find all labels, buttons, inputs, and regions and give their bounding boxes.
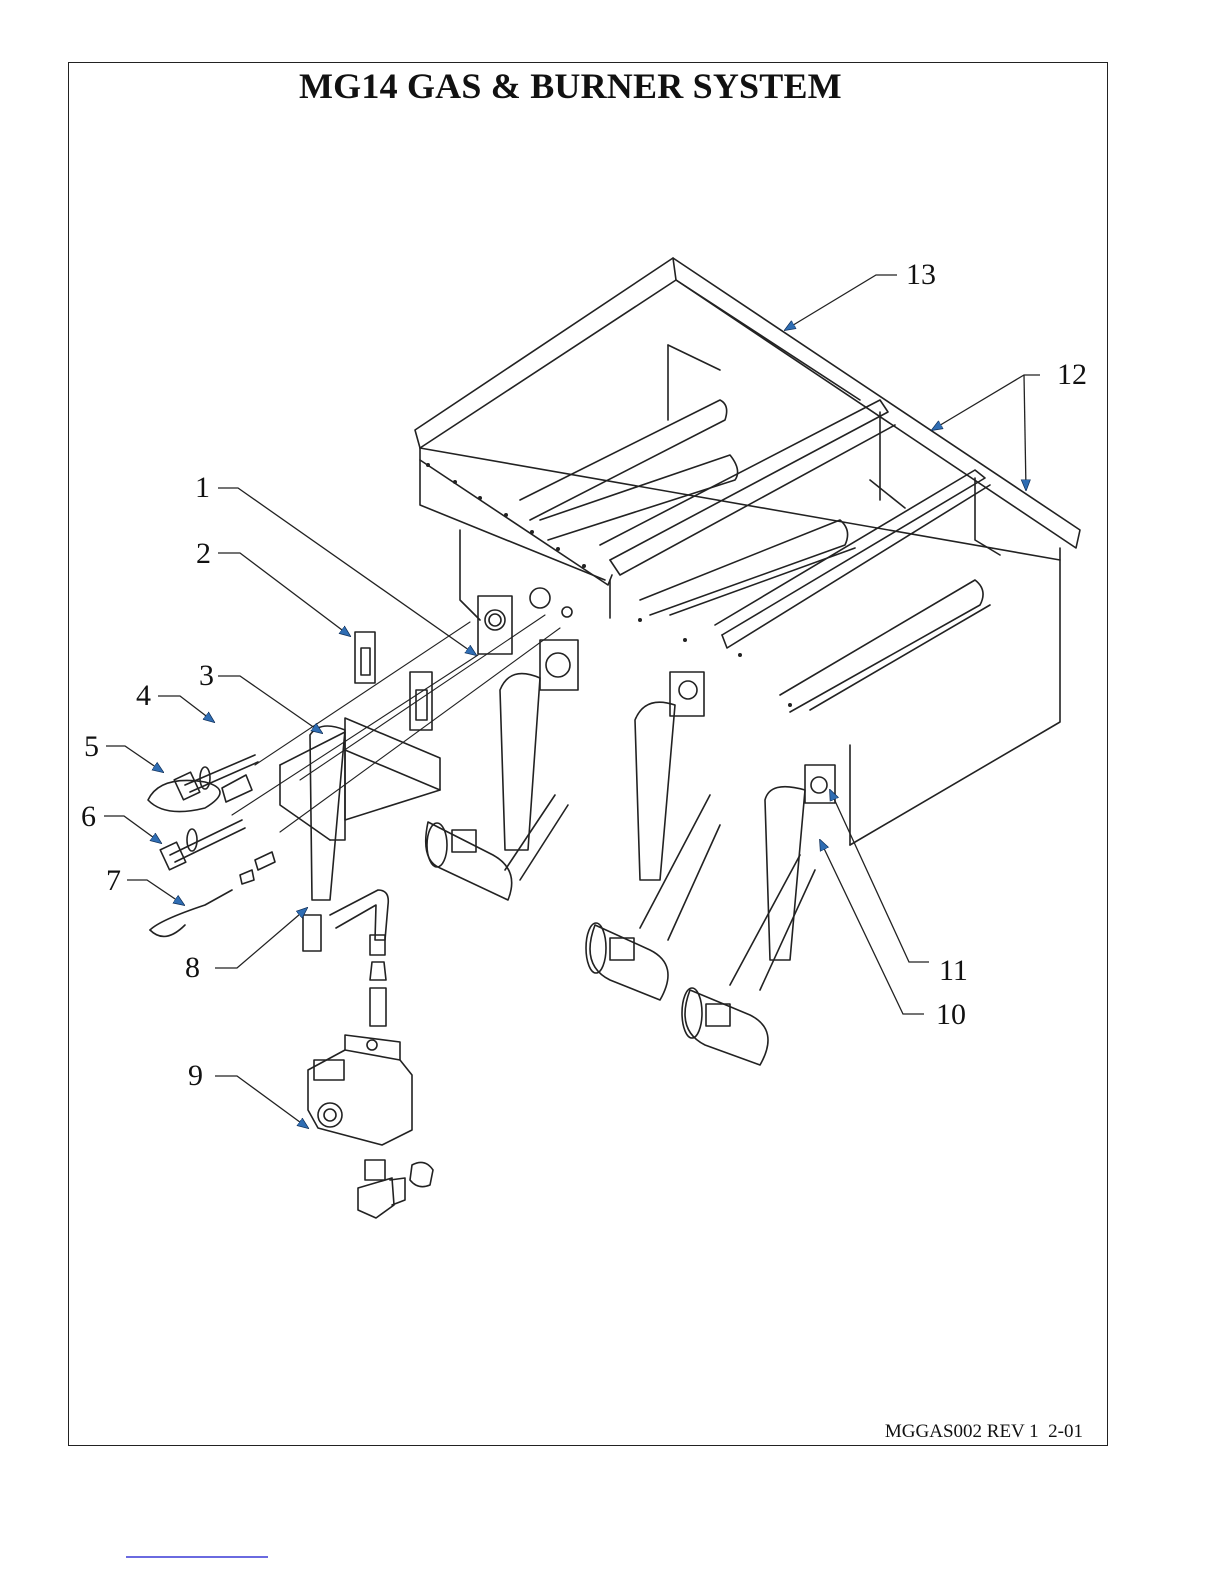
page-title: MG14 GAS & BURNER SYSTEM [299, 65, 842, 107]
footnote-divider [126, 1556, 268, 1558]
drawing-frame: MG14 GAS & BURNER SYSTEM MGGAS002 REV 1 … [68, 62, 1108, 1446]
drawing-revision-code: MGGAS002 REV 1 2-01 [885, 1421, 1083, 1443]
